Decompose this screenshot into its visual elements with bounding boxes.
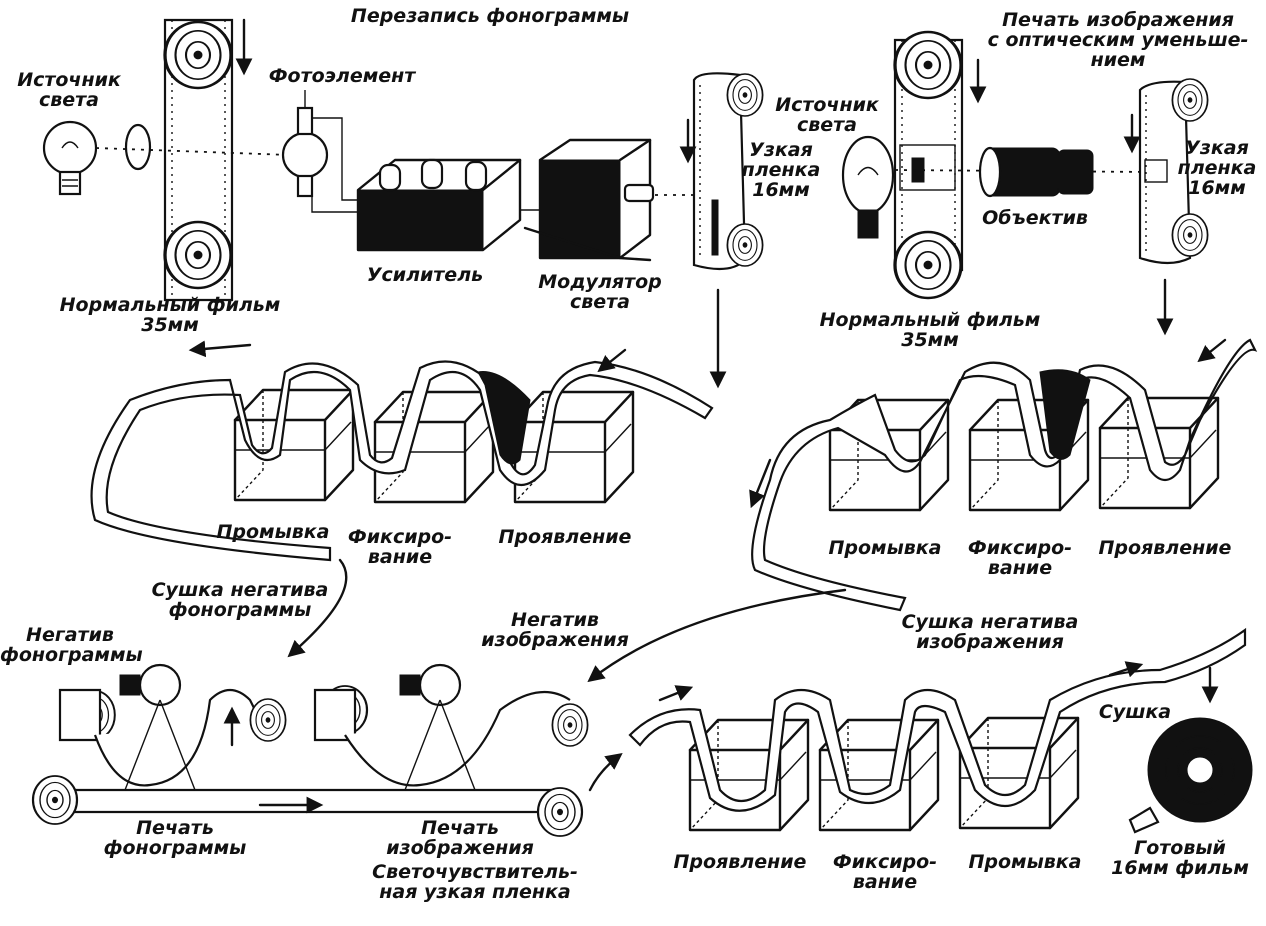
condenser-lens-1	[124, 123, 152, 171]
narrow-film-2	[1123, 78, 1209, 265]
develop-label-2: Проявление	[1098, 537, 1232, 559]
narrow-film-label-2: Узкая пленка 16мм	[1177, 137, 1257, 199]
light-source-label-1: Источник света	[17, 69, 121, 111]
develop-label-3: Проявление	[673, 851, 807, 873]
image-print-reduction-label: Печать изображения с оптическим уменьше-…	[987, 9, 1249, 71]
normal-film-label-2: Нормальный фильм 35мм	[819, 309, 1041, 351]
sound-negative-label: Негатив фонограммы	[0, 624, 143, 666]
light-bulb-2	[841, 135, 895, 239]
photocell-icon	[281, 90, 372, 213]
finished-film-reel	[1128, 717, 1253, 834]
light-modulator-label: Модулятор света	[538, 271, 662, 313]
drying-sound-negative-label: Сушка негатива фонограммы	[151, 579, 329, 621]
wash-label-2: Промывка	[828, 537, 942, 559]
amplifier-label: Усилитель	[366, 264, 484, 286]
drying-label: Сушка	[1098, 701, 1172, 723]
lens-icon	[978, 146, 1094, 198]
normal-film-label-1: Нормальный фильм 35мм	[59, 294, 281, 336]
narrow-film-label-1: Узкая пленка 16мм	[741, 139, 821, 201]
fix-label-2: Фиксиро- вание	[967, 537, 1073, 579]
printing-machine	[31, 663, 623, 838]
finished-film-label: Готовый 16мм фильм	[1111, 837, 1249, 879]
amplifier-icon	[356, 158, 522, 252]
lens-label: Объектив	[982, 207, 1088, 229]
drying-image-negative-label: Сушка негатива изображения	[901, 611, 1079, 653]
wash-label-1: Промывка	[216, 521, 330, 543]
image-print-label: Печать изображения	[386, 817, 534, 859]
title-label: Перезапись фонограммы	[350, 5, 630, 27]
light-modulator-icon	[523, 138, 655, 262]
normal-film-loop-2	[893, 30, 987, 300]
processing-line-2	[587, 338, 1258, 683]
normal-film-loop-1	[163, 18, 253, 302]
fix-label-3: Фиксиро- вание	[832, 851, 938, 893]
narrow-film-1	[679, 72, 764, 271]
processing-line-1	[90, 340, 714, 658]
develop-label-1: Проявление	[498, 526, 632, 548]
light-source-label-2: Источник света	[775, 94, 879, 136]
fix-label-1: Фиксиро- вание	[347, 526, 453, 568]
photosensitive-film-label: Светочувствитель- ная узкая пленка	[372, 861, 578, 903]
sound-print-label: Печать фонограммы	[103, 817, 247, 859]
image-negative-label: Негатив изображения	[481, 609, 629, 651]
processing-line-3	[628, 627, 1247, 832]
wash-label-3: Промывка	[968, 851, 1082, 873]
light-bulb-1	[42, 120, 98, 196]
photocell-label: Фотоэлемент	[268, 65, 416, 87]
